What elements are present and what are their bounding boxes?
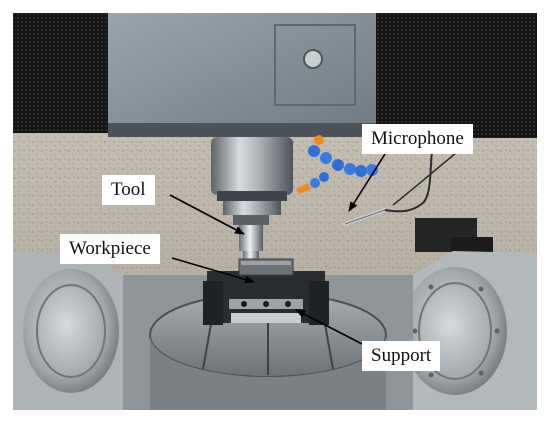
leader-microphone bbox=[348, 153, 386, 212]
fixture bbox=[203, 271, 329, 325]
label-workpiece: Workpiece bbox=[60, 234, 160, 264]
label-support: Support bbox=[362, 341, 441, 371]
microphone-sensor bbox=[343, 132, 472, 226]
coolant-hose bbox=[296, 135, 378, 194]
label-microphone: Microphone bbox=[362, 124, 473, 154]
leader-tool bbox=[169, 194, 245, 235]
leader-support bbox=[295, 309, 369, 348]
leader-workpiece bbox=[171, 257, 255, 284]
label-tool: Tool bbox=[102, 175, 155, 205]
machine-photo bbox=[13, 13, 537, 410]
